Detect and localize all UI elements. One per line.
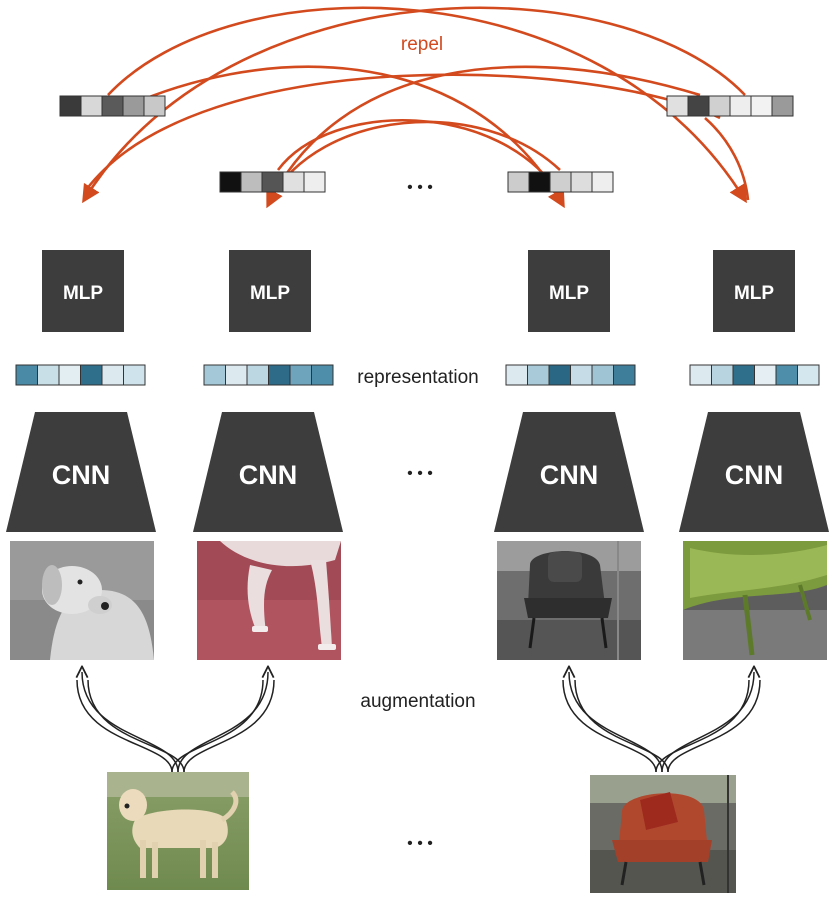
vector-cell (754, 364, 777, 386)
vector-cell (203, 364, 226, 386)
vector-cell (122, 95, 145, 117)
vector-cell (771, 95, 794, 117)
cnn-encoder: CNN (193, 412, 343, 532)
vector-cell (311, 364, 334, 386)
vector-cell (613, 364, 636, 386)
vector-cell (123, 364, 146, 386)
cnn-encoder: CNN (494, 412, 644, 532)
vector-cell (219, 171, 242, 193)
vector-cell (797, 364, 820, 386)
representation-vector (505, 364, 636, 386)
augmentation-label: augmentation (360, 691, 475, 712)
projection-vector (59, 95, 166, 117)
projection-vector (219, 171, 326, 193)
vector-cell (528, 171, 551, 193)
repel-arc-chair2-dog1 (84, 73, 721, 191)
repel-label: repel (401, 34, 443, 55)
repel-arc-dog1-chair1 (107, 65, 565, 209)
vector-cell (58, 364, 81, 386)
representation-vector (15, 364, 146, 386)
vector-cell (666, 95, 689, 117)
vector-cell (732, 364, 755, 386)
vector-cell (268, 364, 291, 386)
representation-label: representation (357, 367, 478, 388)
cnn-label: CNN (540, 460, 599, 490)
vector-cell (80, 364, 103, 386)
cnn-encoder: CNN (679, 412, 829, 532)
repel-arc-right-down (704, 117, 750, 201)
source-image-chair (590, 775, 736, 893)
vector-cell (549, 171, 572, 193)
ellipsis-sources: • • • (407, 835, 433, 852)
aug-arrow-dog-right (177, 672, 268, 773)
vector-cell (505, 364, 528, 386)
mlp-block: MLP (42, 250, 124, 332)
mlp-block: MLP (713, 250, 795, 332)
vector-cell (303, 171, 326, 193)
view-image-chair-gray (497, 541, 641, 660)
vector-cell (711, 364, 734, 386)
cnn-label: CNN (725, 460, 784, 490)
vector-cell (80, 95, 103, 117)
augmentation-arrows (77, 672, 761, 773)
mlp-block: MLP (528, 250, 610, 332)
mlp-block: MLP (229, 250, 311, 332)
cnn-encoder: CNN (6, 412, 156, 532)
ellipsis-projections: • • • (407, 179, 433, 196)
vector-cell (570, 364, 593, 386)
view-image-dog-red (197, 541, 341, 660)
vector-cell (775, 364, 798, 386)
vector-cell (37, 364, 60, 386)
mlp-label: MLP (250, 283, 290, 304)
vector-cell (225, 364, 248, 386)
vector-cell (507, 171, 530, 193)
aug-arrow-chair-right (661, 672, 754, 773)
mlp-label: MLP (549, 283, 589, 304)
vector-cell (289, 364, 312, 386)
vector-cell (101, 95, 124, 117)
vector-cell (750, 95, 773, 117)
vector-cell (548, 364, 571, 386)
vector-cell (246, 364, 269, 386)
view-image-chair-green (683, 541, 827, 660)
mlp-label: MLP (63, 283, 103, 304)
representation-vector (689, 364, 820, 386)
vector-cell (143, 95, 166, 117)
vector-cell (527, 364, 550, 386)
vector-cell (570, 171, 593, 193)
mlp-label: MLP (734, 283, 774, 304)
projection-vector (666, 95, 794, 117)
vector-cell (282, 171, 305, 193)
vector-cell (101, 364, 124, 386)
ellipsis-encoders: • • • (407, 465, 433, 482)
vector-cell (261, 171, 284, 193)
view-image-dog-gray (10, 541, 154, 660)
vector-cell (591, 364, 614, 386)
source-image-dog (107, 772, 249, 890)
vector-cell (708, 95, 731, 117)
cnn-label: CNN (239, 460, 298, 490)
projection-vector (507, 171, 614, 193)
vector-cell (15, 364, 38, 386)
representation-vector (203, 364, 334, 386)
vector-cell (689, 364, 712, 386)
vector-cell (59, 95, 82, 117)
vector-cell (240, 171, 263, 193)
cnn-label: CNN (52, 460, 111, 490)
aug-arrow-chair-left (569, 672, 663, 773)
aug-arrow-dog-left (82, 672, 179, 773)
vector-cell (687, 95, 710, 117)
repel-arc-dog2-chair1 (276, 119, 562, 199)
vector-cell (729, 95, 752, 117)
vector-cell (591, 171, 614, 193)
repel-arc-chair1-dog2 (268, 120, 561, 201)
